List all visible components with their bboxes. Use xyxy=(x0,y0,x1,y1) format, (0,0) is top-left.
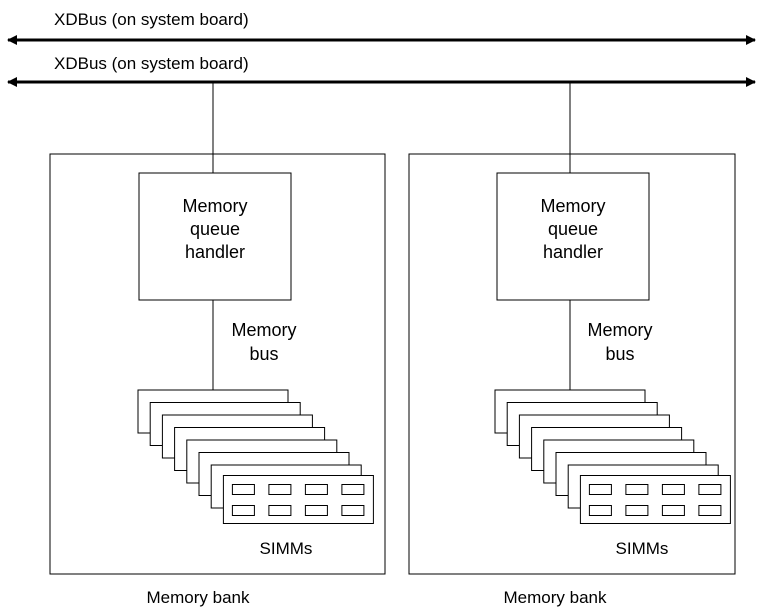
xdbus-label-1: XDBus (on system board) xyxy=(54,10,249,29)
memory-chip xyxy=(588,484,612,495)
memory-bus-1-line-1: Memory xyxy=(231,320,297,340)
memory-chip xyxy=(341,505,365,516)
memory-bus-1-label: Memory bus xyxy=(224,318,304,366)
handler-1-line-1: Memory xyxy=(182,196,248,216)
memory-bus-1-line-2: bus xyxy=(249,344,279,364)
memory-bus-2-label: Memory bus xyxy=(580,318,660,366)
memory-queue-handler-1-box xyxy=(138,172,292,301)
memory-bank-2-label: Memory bank xyxy=(503,588,607,607)
simm-module xyxy=(222,475,374,524)
memory-chip xyxy=(698,505,722,516)
handler-1-line-2: queue xyxy=(189,219,241,239)
simm-front-card xyxy=(579,475,731,524)
simms-label-2: SIMMs xyxy=(615,539,669,558)
simm-stack-1 xyxy=(137,389,374,524)
simm-stack-2 xyxy=(494,389,731,524)
memory-chip xyxy=(698,484,722,495)
handler-2-line-3: handler xyxy=(542,242,604,262)
memory-chip xyxy=(304,484,328,495)
xdbus-label-2: XDBus (on system board) xyxy=(54,54,249,73)
memory-queue-handler-2-box xyxy=(496,172,650,301)
memory-chip xyxy=(304,505,328,516)
memory-chip xyxy=(625,505,649,516)
memory-chip xyxy=(231,505,255,516)
memory-queue-handler-1-label: Memory queue handler xyxy=(150,195,280,264)
memory-bank-2 xyxy=(408,83,736,575)
memory-chip xyxy=(268,505,292,516)
memory-bank-1 xyxy=(49,83,386,575)
memory-bus-2-line-1: Memory xyxy=(587,320,653,340)
memory-bank-1-outline xyxy=(49,153,386,575)
handler-1-line-3: handler xyxy=(184,242,246,262)
memory-chip xyxy=(588,505,612,516)
memory-bus-2-line-2: bus xyxy=(605,344,635,364)
memory-chip xyxy=(341,484,365,495)
memory-bank-1-label: Memory bank xyxy=(146,588,250,607)
memory-bank-2-outline xyxy=(408,153,736,575)
simm-front-card xyxy=(222,475,374,524)
simms-label-1: SIMMs xyxy=(259,539,313,558)
memory-chip xyxy=(625,484,649,495)
handler-2-line-2: queue xyxy=(547,219,599,239)
memory-chip xyxy=(661,484,685,495)
handler-2-line-1: Memory xyxy=(540,196,606,216)
memory-chip xyxy=(268,484,292,495)
memory-chip xyxy=(661,505,685,516)
memory-queue-handler-2-label: Memory queue handler xyxy=(508,195,638,264)
memory-chip xyxy=(231,484,255,495)
simm-module xyxy=(579,475,731,524)
